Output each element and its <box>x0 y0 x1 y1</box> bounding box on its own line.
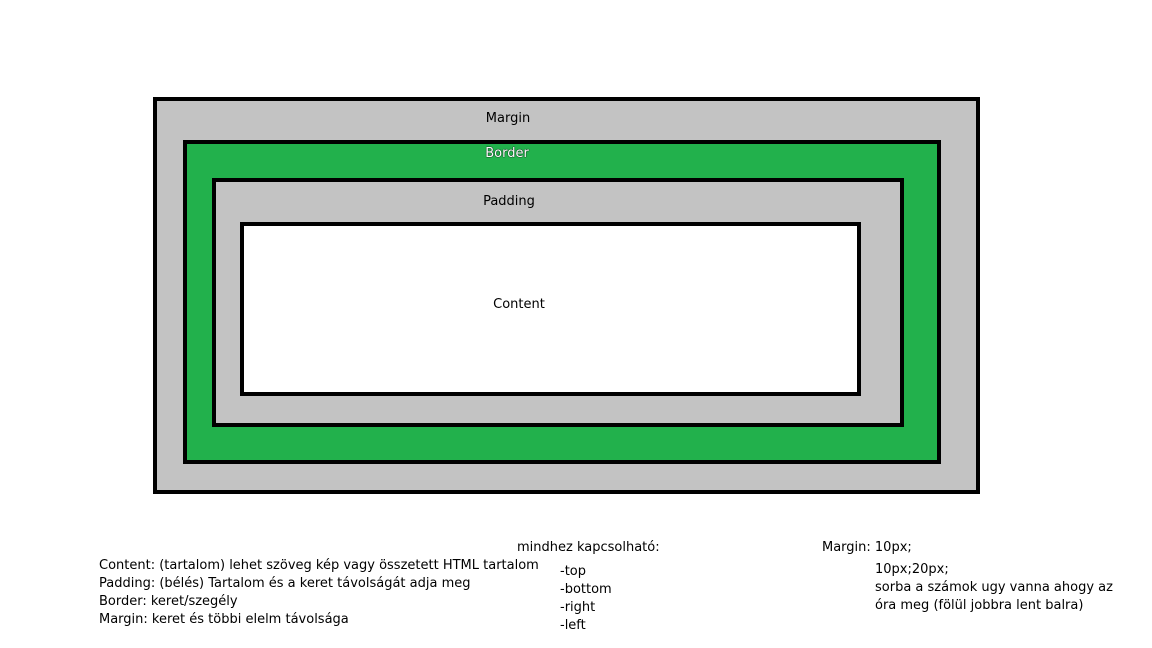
border-label: Border <box>485 146 529 161</box>
definition-border: Border: keret/szegély <box>99 594 238 609</box>
margin-label: Margin <box>485 111 531 126</box>
side-bottom: -bottom <box>560 582 612 597</box>
margin-example-heading: Margin: 10px; <box>822 540 912 555</box>
definition-padding: Padding: (bélés) Tartalom és a keret táv… <box>99 576 471 591</box>
sides-list: -top -bottom -right -left <box>560 563 612 635</box>
margin-example-line: sorba a számok ugy vanna ahogy az <box>875 580 1113 595</box>
sides-heading: mindhez kapcsolható: <box>517 540 660 555</box>
content-label: Content <box>493 297 545 312</box>
definitions-list: Content: (tartalom) lehet szöveg kép vag… <box>99 557 539 629</box>
padding-label: Padding <box>483 194 535 209</box>
content-box <box>240 222 861 396</box>
definition-content: Content: (tartalom) lehet szöveg kép vag… <box>99 558 539 573</box>
side-left: -left <box>560 618 586 633</box>
side-top: -top <box>560 564 586 579</box>
margin-example-line: óra meg (fölül jobbra lent balra) <box>875 598 1084 613</box>
definition-margin: Margin: keret és többi elelm távolsága <box>99 612 349 627</box>
margin-example-line: 10px;20px; <box>875 562 949 577</box>
margin-example-body: 10px;20px; sorba a számok ugy vanna ahog… <box>875 561 1113 615</box>
side-right: -right <box>560 600 596 615</box>
